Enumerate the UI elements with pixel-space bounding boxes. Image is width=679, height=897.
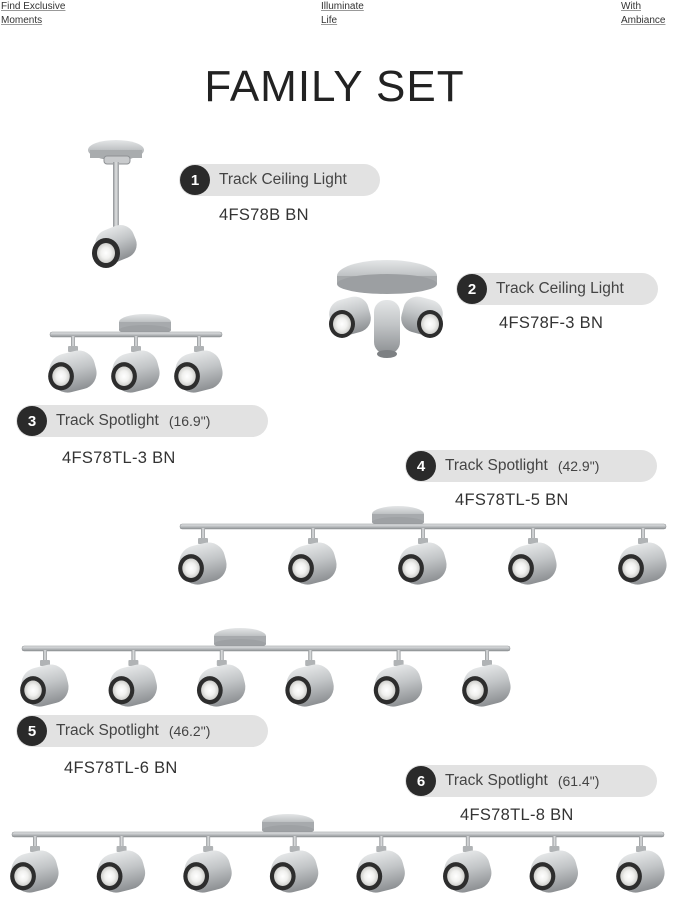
product-6-name: Track Spotlight: [445, 772, 548, 789]
product-1-image: [82, 138, 148, 272]
spotlight-head: [48, 336, 97, 393]
product-2-image: [326, 258, 446, 360]
product-3-model: 4FS78TL-3 BN: [62, 449, 176, 467]
spotlight-head: [356, 836, 405, 893]
product-4-number-badge: 4: [406, 451, 436, 481]
product-4-model: 4FS78TL-5 BN: [455, 491, 569, 509]
spotlight-head: [443, 836, 492, 893]
spotlight-head: [10, 836, 59, 893]
spotlight-head: [196, 650, 246, 707]
product-1-number-badge: 1: [180, 165, 210, 195]
product-5-label: 5 Track Spotlight (46.2"): [16, 715, 268, 747]
tagline-find-exclusive[interactable]: Find Exclusive Moments: [1, 1, 66, 26]
page-title: FAMILY SET: [204, 62, 465, 111]
product-3-number-badge: 3: [17, 406, 47, 436]
product-6-image: [2, 806, 674, 894]
product-2-model: 4FS78F-3 BN: [499, 314, 604, 332]
spotlight-head: [529, 836, 578, 893]
tagline-with-ambiance[interactable]: With Ambiance: [621, 1, 666, 26]
spotlight-head: [269, 836, 319, 893]
spotlight-head: [111, 336, 160, 393]
spotlight-head: [285, 650, 334, 707]
product-2-label: 2 Track Ceiling Light: [456, 273, 658, 305]
spotlight-head: [373, 650, 423, 707]
spotlight-head: [462, 650, 511, 707]
product-3-label: 3 Track Spotlight (16.9"): [16, 405, 268, 437]
spotlight-head: [618, 528, 667, 585]
product-4-size: (42.9"): [557, 458, 600, 474]
product-4-image: [170, 496, 676, 604]
product-6-model: 4FS78TL-8 BN: [460, 806, 574, 824]
product-5-model: 4FS78TL-6 BN: [64, 759, 178, 777]
product-1-model: 4FS78B BN: [219, 206, 309, 224]
product-2-number-badge: 2: [457, 274, 487, 304]
product-6-size: (61.4"): [557, 773, 600, 789]
spotlight-head: [508, 528, 557, 585]
spotlight-head: [616, 836, 665, 893]
spotlight-head: [108, 650, 157, 707]
track-bar: [11, 831, 665, 838]
track-bar: [21, 645, 511, 652]
product-5-size: (46.2"): [168, 723, 211, 739]
product-5-number-badge: 5: [17, 716, 47, 746]
product-4-label: 4 Track Spotlight (42.9"): [405, 450, 657, 482]
product-4-name: Track Spotlight: [445, 457, 548, 474]
product-2-name: Track Ceiling Light: [496, 280, 624, 297]
product-3-image: [40, 306, 232, 398]
product-1-name: Track Ceiling Light: [219, 171, 347, 188]
product-5-image: [12, 616, 520, 710]
spotlight-head: [178, 528, 227, 585]
product-6-label: 6 Track Spotlight (61.4"): [405, 765, 657, 797]
tagline-illuminate[interactable]: Illuminate Life: [321, 1, 364, 26]
spotlight-head: [20, 650, 69, 707]
product-1-label: 1 Track Ceiling Light: [179, 164, 380, 196]
spotlight-head: [288, 528, 337, 585]
product-6-number-badge: 6: [406, 766, 436, 796]
spotlight-head: [96, 836, 146, 893]
product-3-size: (16.9"): [168, 413, 211, 429]
product-5-name: Track Spotlight: [56, 722, 159, 739]
spotlight-head: [398, 528, 447, 585]
spotlight-head: [183, 836, 232, 893]
product-3-name: Track Spotlight: [56, 412, 159, 429]
spotlight-head: [174, 336, 223, 393]
